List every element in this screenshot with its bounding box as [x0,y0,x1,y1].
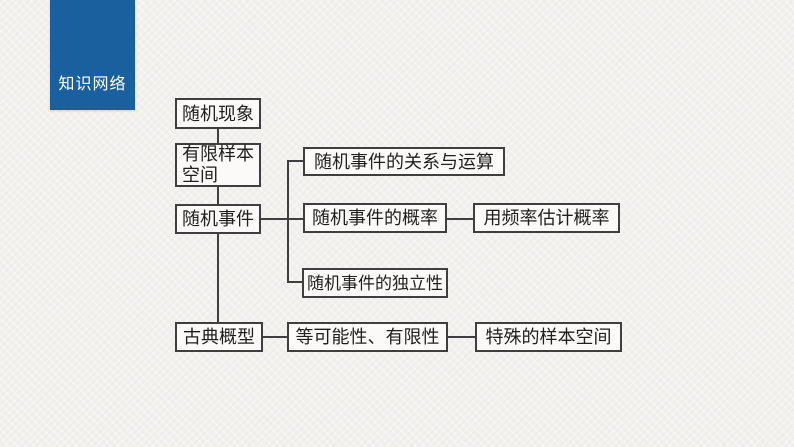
edge-event-probability-to-frequency-estimate [447,218,473,220]
node-event-probability: 随机事件的概率 [303,203,447,233]
node-relations-and-operations: 随机事件的关系与运算 [303,147,505,176]
knowledge-network-tag-label: 知识网络 [58,76,127,93]
node-random-phenomenon: 随机现象 [175,98,261,129]
node-finite-sample-space-line1: 有限样本 [182,144,254,164]
edge-equally-likely-to-special-space [448,336,475,338]
edge-random-event-to-classical-model [217,234,219,322]
node-frequency-estimate: 用频率估计概率 [473,203,620,233]
edge-branch-to-relations-operations [289,160,303,162]
node-random-event: 随机事件 [175,204,261,234]
edge-finite-sample-space-to-random-event [217,187,219,204]
node-finite-sample-space: 有限样本 空间 [175,143,261,187]
node-finite-sample-space-line2: 空间 [182,165,218,185]
edge-branch-vertical-line [287,160,289,283]
node-independence: 随机事件的独立性 [302,268,448,298]
node-classical-model: 古典概型 [175,322,263,352]
edge-random-phenomenon-to-finite-sample-space [217,129,219,143]
edge-classical-model-to-equally-likely [263,336,287,338]
edge-random-event-to-event-probability [261,218,303,220]
node-special-sample-space: 特殊的样本空间 [475,322,622,352]
edge-branch-to-independence [289,281,302,283]
node-equally-likely-finite: 等可能性、有限性 [287,322,448,352]
knowledge-network-tag: 知识网络 [50,0,135,110]
